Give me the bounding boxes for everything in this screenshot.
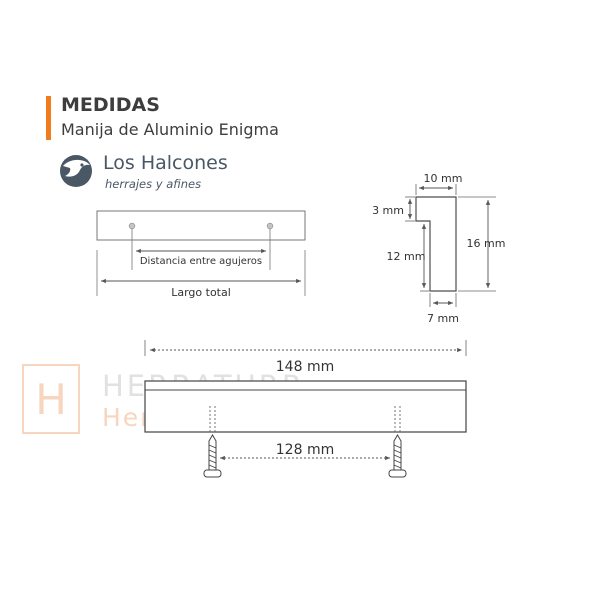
page-title: MEDIDAS [61, 94, 160, 116]
profile-top-width-label: 10 mm [424, 172, 463, 185]
watermark-logo-frame [22, 364, 80, 434]
screw-left-icon [203, 434, 222, 478]
hole-spacing-value: 128 mm [276, 442, 334, 458]
schematic-hole-left [128, 222, 136, 230]
profile-base-width-label: 7 mm [427, 312, 459, 325]
product-subtitle: Manija de Aluminio Enigma [61, 120, 279, 139]
brand-tagline: herrajes y afines [105, 177, 202, 191]
title-accent-bar [46, 96, 51, 140]
hidden-screw-holes [209, 406, 401, 432]
schematic-handle-body [96, 210, 306, 241]
hole-distance-label: Distancia entre agujeros [140, 256, 262, 267]
handle-body [144, 380, 467, 433]
falcon-head-icon [60, 155, 92, 187]
schematic-handle: Distancia entre agujeros Largo total [96, 210, 306, 299]
product-drawing: 148 mm 128 mm [144, 340, 467, 478]
watermark-logo-letter: H [35, 375, 67, 424]
profile-inner-height-label: 12 mm [387, 250, 426, 263]
total-length-label: Largo total [171, 286, 231, 299]
schematic-hole-right [266, 222, 274, 230]
profile-outline [415, 196, 457, 292]
profile-lip-label: 3 mm [372, 204, 404, 217]
profile-total-height-label: 16 mm [467, 237, 506, 250]
brand-name: Los Halcones [103, 152, 228, 174]
profile-section: 10 mm 3 mm 12 mm 16 mm 7 mm [372, 172, 505, 325]
screw-right-icon [388, 434, 407, 478]
total-length-value: 148 mm [276, 359, 334, 375]
